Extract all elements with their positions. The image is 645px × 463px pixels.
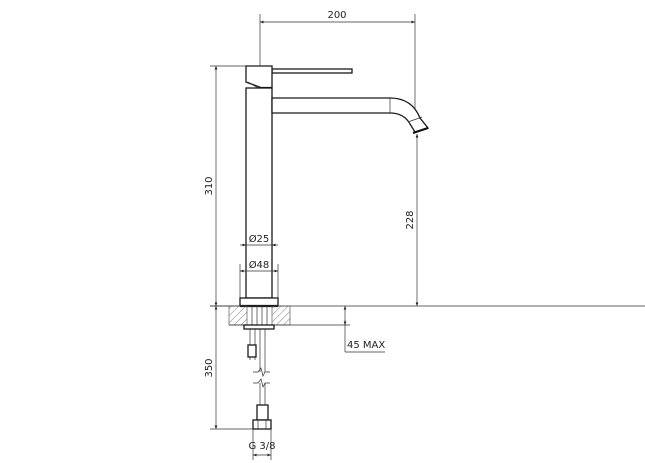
dimension-hose-length: 350 bbox=[204, 306, 253, 430]
total-height-label: 310 bbox=[204, 176, 215, 195]
faucet-column bbox=[245, 87, 273, 299]
body-diameter-label: Ø25 bbox=[249, 233, 270, 245]
supply-hoses bbox=[247, 329, 272, 430]
hose-neck bbox=[256, 404, 269, 421]
lever-handle bbox=[271, 68, 353, 74]
base-diameter-label: Ø48 bbox=[249, 259, 270, 271]
hose-length-label: 350 bbox=[204, 358, 215, 377]
dimension-body-diameter: Ø25 bbox=[240, 233, 278, 247]
base-flange bbox=[239, 297, 279, 307]
hose-connection-label: G 3/8 bbox=[248, 441, 275, 452]
spout-reach-label: 200 bbox=[327, 10, 346, 21]
dimension-spout-height: 228 bbox=[405, 134, 419, 306]
spout bbox=[271, 97, 430, 133]
dimension-hose-connection: G 3/8 bbox=[248, 429, 276, 460]
hose-fitting-small bbox=[247, 344, 257, 358]
dimension-base-diameter: Ø48 bbox=[239, 259, 279, 298]
mounting-nut bbox=[243, 324, 275, 330]
spout-height-label: 228 bbox=[405, 210, 416, 229]
g38-connector bbox=[252, 419, 272, 430]
dimension-max-thickness: 45 MAX bbox=[343, 306, 385, 353]
cartridge-cap bbox=[245, 65, 273, 89]
max-thickness-label: 45 MAX bbox=[347, 340, 385, 351]
countertop-section bbox=[210, 305, 645, 330]
